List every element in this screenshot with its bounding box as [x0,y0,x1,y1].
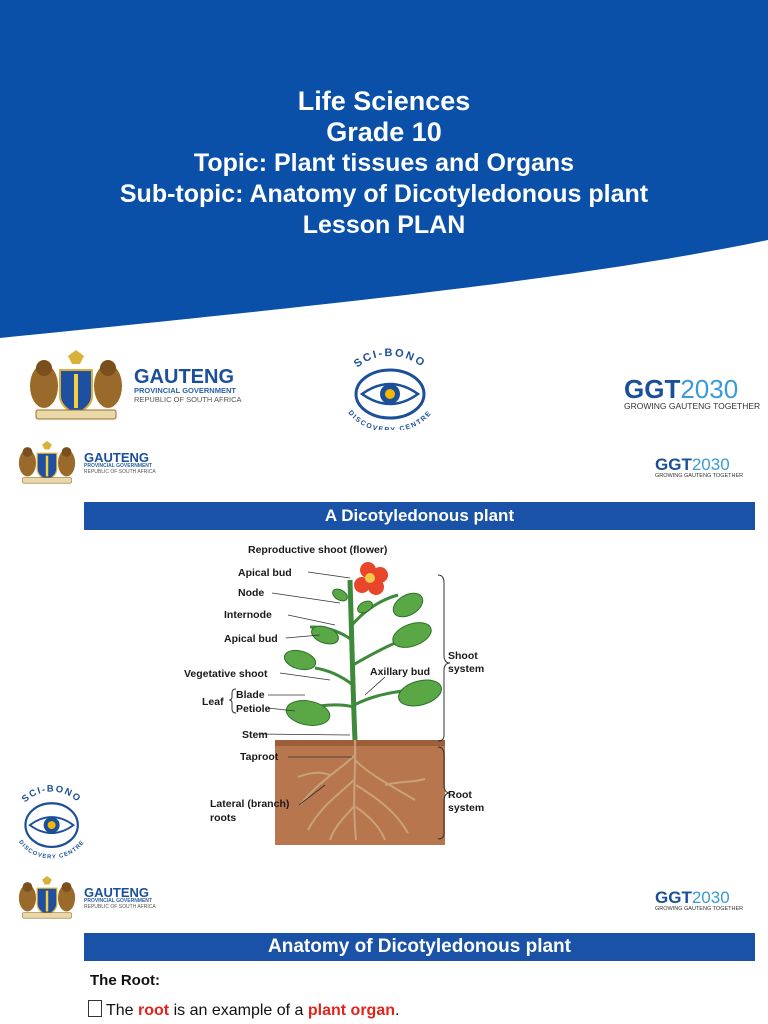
label-reproductive-shoot: Reproductive shoot (flower) [248,544,387,556]
ggt-prefix: GGT [655,888,692,907]
leaf-icon [283,588,442,726]
scibono-top-text: SCI-BONO [20,784,82,805]
label-lateral-roots-line2: roots [210,812,236,824]
label-petiole: Petiole [236,703,271,715]
coat-of-arms-icon [18,441,76,484]
title-line-subject: Life Sciences [297,86,471,116]
ggt-tagline: GROWING GAUTENG TOGETHER [655,906,744,912]
ggt2030-logo: GGT2030 GROWING GAUTENG TOGETHER [624,376,760,411]
label-taproot: Taproot [240,751,279,763]
flower-icon [354,562,388,595]
sentence-prefix: The [106,1002,139,1019]
scibono-logo: SCI-BONO DISCOVERY CENTRE [346,348,433,430]
scibono-logo-small: SCI-BONO DISCOVERY CENTRE [17,784,86,860]
stem-shape [347,579,358,741]
ggt-year: 2030 [691,455,730,474]
svg-text:SCI-BONO: SCI-BONO [20,784,83,805]
gauteng-subtitle: PROVINCIAL GOVERNMENT [134,386,236,396]
dicot-plant-diagram: Reproductive shoot (flower) Apical bud N… [184,544,484,845]
label-root-system-line1: Root [448,789,472,801]
title-line-topic: Topic: Plant tissues and Organs [193,149,575,177]
label-node: Node [238,587,264,599]
label-stem: Stem [242,729,268,741]
gauteng-logo-small-2: GAUTENG PROVINCIAL GOVERNMENT REPUBLIC O… [14,874,156,922]
gauteng-country: REPUBLIC OF SOUTH AFRICA [84,903,156,910]
svg-text:DISCOVERY CENTRE: DISCOVERY CENTRE [346,409,433,430]
label-blade: Blade [236,689,265,701]
title-banner [0,0,768,338]
label-apical-bud-top: Apical bud [238,567,292,579]
label-shoot-system-line1: Shoot [448,650,478,662]
gauteng-logo: GAUTENG PROVINCIAL GOVERNMENT REPUBLIC O… [22,348,242,424]
sentence-middle: is an example of a [169,1002,308,1019]
ggt2030-logo-small: GGT2030 GROWING GAUTENG TOGETHER [655,456,743,479]
ggt2030-logo-small-2: GGT2030 GROWING GAUTENG TOGETHER [655,889,743,912]
gauteng-name: GAUTENG [134,366,234,389]
gauteng-subtitle: PROVINCIAL GOVERNMENT [84,897,152,904]
section-heading-bar: Anatomy of Dicotyledonous plant [84,933,755,961]
title-line-subtopic: Sub-topic: Anatomy of Dicotyledonous pla… [119,180,649,208]
label-shoot-system-line2: system [448,663,484,675]
label-axillary-bud: Axillary bud [370,666,430,678]
label-root-system-line2: system [448,802,484,814]
label-internode: Internode [224,609,272,621]
sentence-end: . [394,1002,400,1019]
root-bullet-line: The root is an example of a plant organ. [88,1000,399,1020]
ggt-prefix: GGT [624,374,681,404]
coat-of-arms-icon [30,350,122,420]
scibono-bottom-text: DISCOVERY CENTRE [346,409,432,430]
svg-text:DISCOVERY CENTRE: DISCOVERY CENTRE [17,839,86,860]
root-subheading: The Root: [90,972,160,989]
gauteng-country: REPUBLIC OF SOUTH AFRICA [134,395,242,404]
scibono-bottom-text: DISCOVERY CENTRE [17,839,85,860]
soil-region [275,740,445,845]
ggt-year: 2030 [691,888,730,907]
svg-text:SCI-BONO: SCI-BONO [352,348,428,370]
ggt-prefix: GGT [655,455,692,474]
label-leaf: Leaf [202,696,224,708]
title-line-lesson: Lesson PLAN [302,211,466,239]
ggt-tagline: GROWING GAUTENG TOGETHER [655,473,744,479]
label-lateral-roots-line1: Lateral (branch) [210,798,289,810]
label-vegetative-shoot: Vegetative shoot [184,668,268,680]
highlight-root: root [138,1002,170,1019]
gauteng-name: GAUTENG [84,884,149,900]
gauteng-country: REPUBLIC OF SOUTH AFRICA [84,468,156,475]
bullet-glyph [88,1000,102,1017]
title-line-grade: Grade 10 [326,117,442,147]
root-system-icon [297,739,426,841]
highlight-plant-organ: plant organ [307,1002,395,1019]
title-block: Life Sciences Grade 10 Topic: Plant tiss… [0,86,768,241]
label-apical-bud-lower: Apical bud [224,633,278,645]
ggt-year: 2030 [680,374,739,404]
coat-of-arms-icon [18,876,76,919]
gauteng-logo-small: GAUTENG PROVINCIAL GOVERNMENT REPUBLIC O… [14,439,156,487]
gauteng-name: GAUTENG [84,449,149,465]
ggt-tagline: GROWING GAUTENG TOGETHER [624,401,761,411]
section-heading-bar: A Dicotyledonous plant [84,502,755,530]
gauteng-subtitle: PROVINCIAL GOVERNMENT [84,462,152,469]
scibono-top-text: SCI-BONO [352,348,426,370]
